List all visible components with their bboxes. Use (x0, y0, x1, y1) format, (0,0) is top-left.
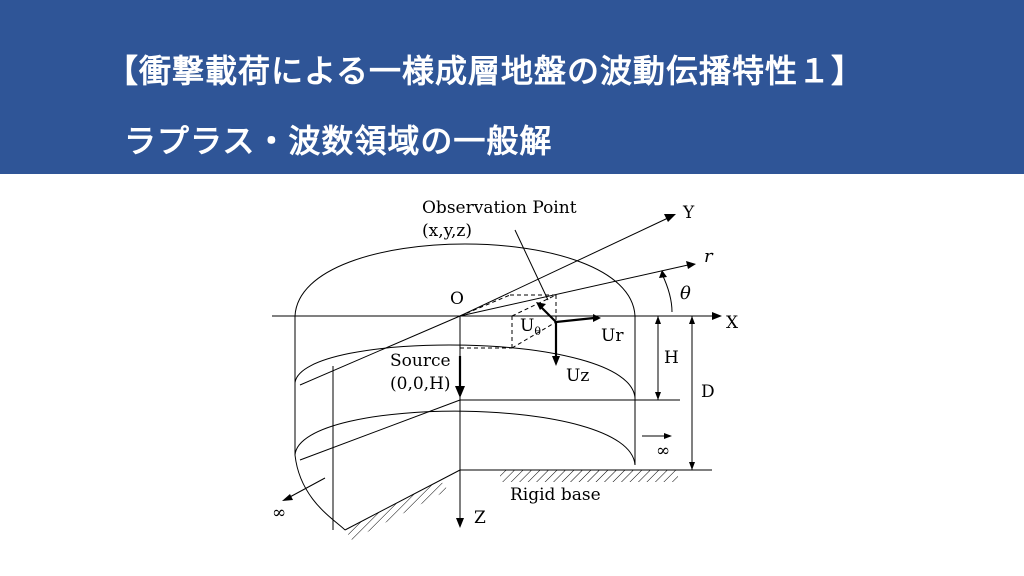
r-axis-arrowhead (686, 261, 696, 269)
r-axis (459, 264, 689, 317)
rigid-base-hatch-right (500, 470, 678, 482)
infinity-right-arrowhead (664, 433, 672, 439)
x-axis-arrowhead (712, 312, 722, 320)
bottom-ellipse (294, 410, 636, 466)
u-theta-arrow (539, 305, 557, 323)
ur-arrowhead (593, 314, 601, 322)
observation-leader-line (514, 229, 549, 301)
dashed-line (511, 321, 557, 349)
source-label: Source (390, 351, 451, 371)
dim-h-arrow-bottom (655, 392, 661, 400)
theta-label: θ (680, 283, 691, 304)
origin-label: O (450, 289, 464, 309)
dim-d-arrow-bottom (689, 462, 695, 470)
rigid-base-hatch-left (345, 480, 448, 540)
ur-label: Ur (601, 326, 624, 346)
source-force-arrowhead (455, 386, 465, 398)
dim-d-label: D (701, 382, 715, 402)
dashed-line (459, 294, 511, 317)
observation-coords-label: (x,y,z) (422, 221, 472, 241)
z-axis-arrowhead (456, 518, 464, 528)
u-theta-label: Uθ (520, 316, 541, 338)
infinity-left-arrowhead (282, 494, 293, 501)
y-axis-arrowhead (664, 214, 676, 222)
slide-subtitle: ラプラス・波数領域の一般解 (124, 122, 553, 160)
dim-h-label: H (664, 348, 679, 368)
infinity-left-arrow (287, 477, 326, 499)
front-bottom-curve (294, 454, 346, 531)
source-coords-label: (0,0,H) (390, 374, 451, 394)
layer-boundary-ellipse (294, 344, 636, 399)
u-theta-arrowhead (536, 302, 546, 310)
infinity-right-label: ∞ (656, 441, 670, 461)
title-banner: 【衝撃載荷による一様成層地盤の波動伝播特性１】 ラプラス・波数領域の一般解 (0, 0, 1024, 174)
cut-line-mid (299, 399, 461, 461)
theta-arc-arrowhead (659, 270, 667, 278)
dashed-line (511, 294, 557, 317)
infinity-left-label: ∞ (272, 503, 286, 523)
observation-point-label: Observation Point (422, 198, 577, 218)
z-axis-label: Z (474, 508, 486, 528)
dim-h-arrow-top (655, 316, 661, 324)
uz-label: Uz (566, 366, 589, 386)
ur-arrow (555, 316, 595, 324)
r-axis-label: r (704, 246, 714, 267)
top-surface-ellipse (294, 243, 636, 317)
theta-arc (661, 273, 673, 313)
cut-line-top (299, 315, 461, 386)
uz-arrowhead (552, 356, 560, 366)
dim-d-arrow-top (689, 316, 695, 324)
rigid-base-label: Rigid base (510, 485, 601, 505)
slide-title: 【衝撃載荷による一様成層地盤の波動伝播特性１】 (106, 52, 865, 90)
y-axis (459, 217, 669, 317)
x-axis-label: X (726, 313, 739, 333)
y-axis-label: Y (682, 203, 695, 223)
